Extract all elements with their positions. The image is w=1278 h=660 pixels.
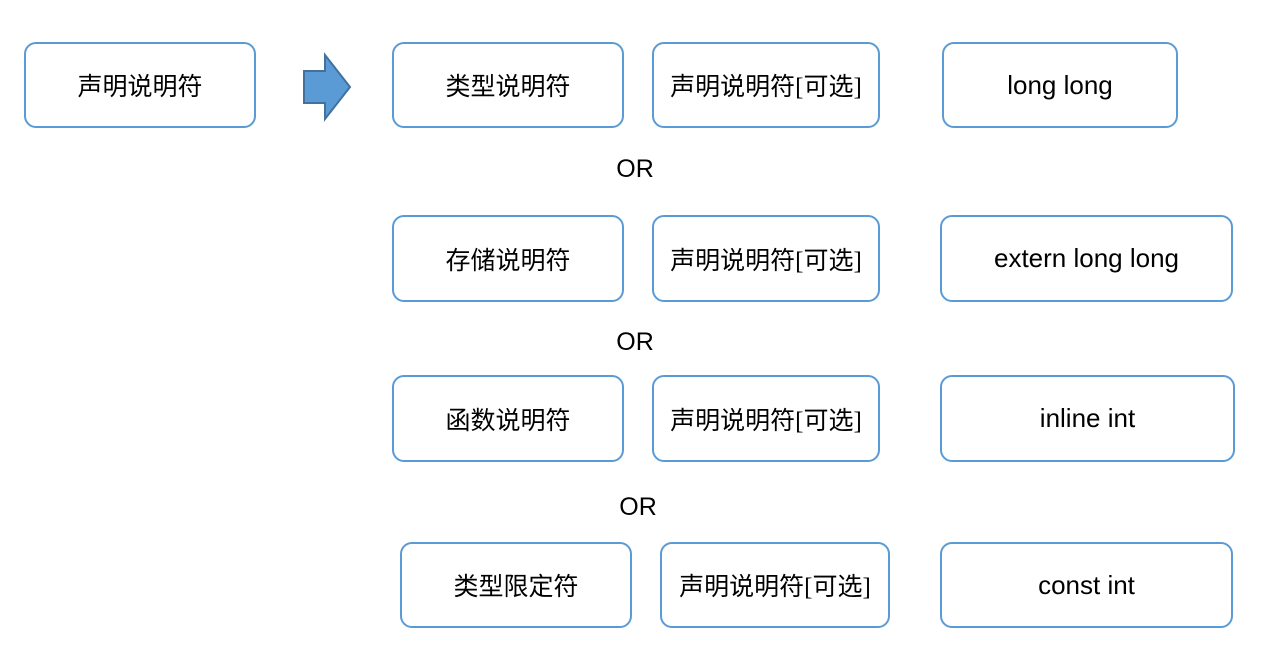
source-box-declaration-specifier: 声明说明符 — [24, 42, 256, 128]
row3-specifier-box: 函数说明符 — [392, 375, 624, 462]
row4-specifier-box: 类型限定符 — [400, 542, 632, 628]
row2-specifier-box: 存储说明符 — [392, 215, 624, 302]
row3-optional-box: 声明说明符[可选] — [652, 375, 880, 462]
row1-example-box: long long — [942, 42, 1178, 128]
row2-example-label: extern long long — [993, 243, 1180, 273]
row2-example-box: extern long long — [940, 215, 1233, 302]
row1-specifier-box: 类型说明符 — [392, 42, 624, 128]
row1-optional-label: 声明说明符[可选] — [670, 74, 862, 101]
row4-example-box: const int — [940, 542, 1233, 628]
or-separator-2: OR — [616, 328, 654, 356]
row4-specifier-label: 类型限定符 — [453, 574, 579, 601]
row1-example-label: long long — [1007, 69, 1113, 100]
row4-optional-label: 声明说明符[可选] — [679, 574, 871, 601]
row3-specifier-label: 函数说明符 — [445, 407, 571, 435]
row2-optional-label: 声明说明符[可选] — [670, 247, 862, 275]
row1-optional-box: 声明说明符[可选] — [652, 42, 880, 128]
row1-specifier-label: 类型说明符 — [445, 74, 571, 101]
right-arrow-shape — [303, 52, 352, 122]
right-arrow-icon — [303, 52, 352, 122]
row3-example-box: inline int — [940, 375, 1235, 462]
or-separator-1: OR — [616, 155, 654, 183]
row2-optional-box: 声明说明符[可选] — [652, 215, 880, 302]
row3-optional-label: 声明说明符[可选] — [670, 407, 862, 435]
row3-example-label: inline int — [1039, 403, 1136, 433]
row4-example-label: const int — [1038, 569, 1135, 600]
row2-specifier-label: 存储说明符 — [445, 247, 571, 275]
or-separator-3: OR — [619, 493, 657, 521]
row4-optional-box: 声明说明符[可选] — [660, 542, 890, 628]
source-box-label: 声明说明符 — [77, 74, 203, 101]
